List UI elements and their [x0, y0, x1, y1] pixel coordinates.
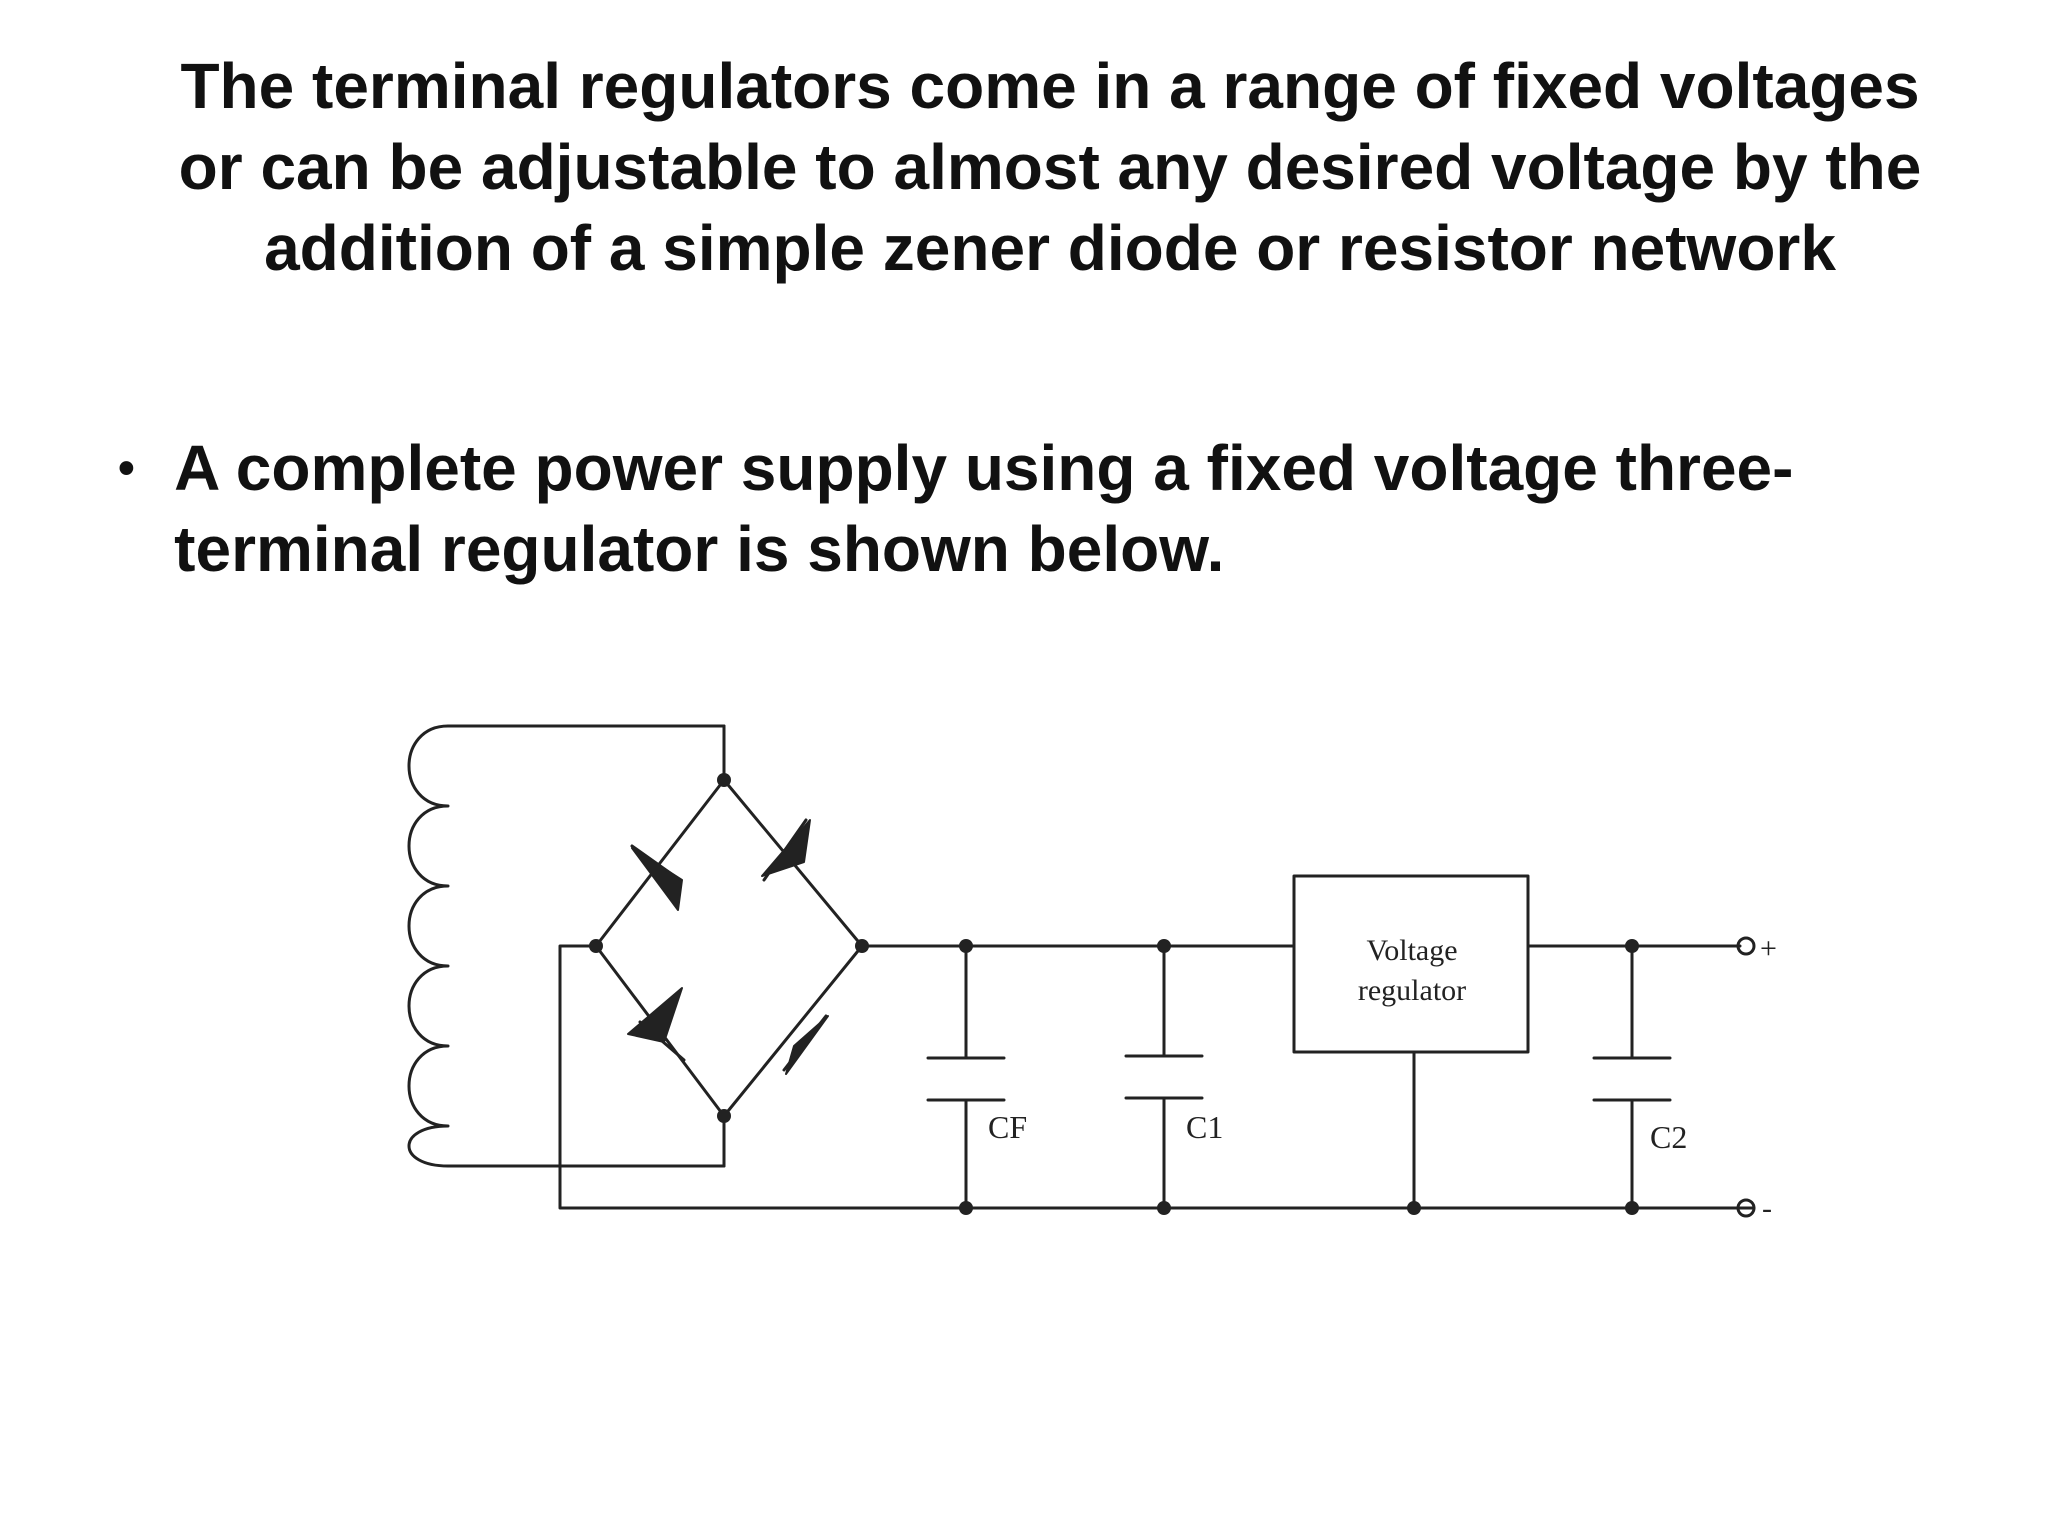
junction-dot — [1157, 939, 1171, 953]
diode-3-icon — [627, 987, 683, 1043]
junction-dot — [589, 939, 603, 953]
junction-dot — [1407, 1201, 1421, 1215]
list-item: • A complete power supply using a fixed … — [118, 428, 1918, 590]
junction-dot — [855, 939, 869, 953]
output-negative-label: - — [1762, 1192, 1772, 1225]
capacitor-c2-label: C2 — [1650, 1119, 1687, 1155]
diode-2-icon — [761, 819, 811, 877]
output-positive-label: + — [1760, 932, 1777, 965]
capacitor-cf-label: CF — [988, 1109, 1027, 1145]
junction-dot — [1625, 1201, 1639, 1215]
junction-dot — [959, 1201, 973, 1215]
regulator-label-line2: regulator — [1358, 974, 1466, 1007]
bullet-list: • A complete power supply using a fixed … — [118, 428, 1918, 590]
regulator-label-line1: Voltage — [1366, 934, 1457, 967]
junction-dot — [717, 1109, 731, 1123]
junction-dot — [1157, 1201, 1171, 1215]
output-terminal-positive — [1736, 936, 1756, 956]
output-terminal-negative — [1736, 1198, 1756, 1218]
diode-4-icon — [785, 1015, 829, 1075]
junction-dot — [959, 939, 973, 953]
transformer-coil — [407, 724, 726, 1168]
capacitor-c1-label: C1 — [1186, 1109, 1223, 1145]
diode-1-icon — [631, 847, 683, 911]
junction-dot — [717, 773, 731, 787]
page-title: The terminal regulators come in a range … — [178, 50, 1922, 284]
junction-dot — [1625, 939, 1639, 953]
ground-return-wire — [558, 944, 1756, 1210]
bridge-rectifier — [594, 778, 864, 1118]
bullet-text: A complete power supply using a fixed vo… — [174, 432, 1794, 585]
bullet-marker: • — [118, 442, 135, 495]
voltage-regulator-box — [1292, 874, 1530, 1054]
